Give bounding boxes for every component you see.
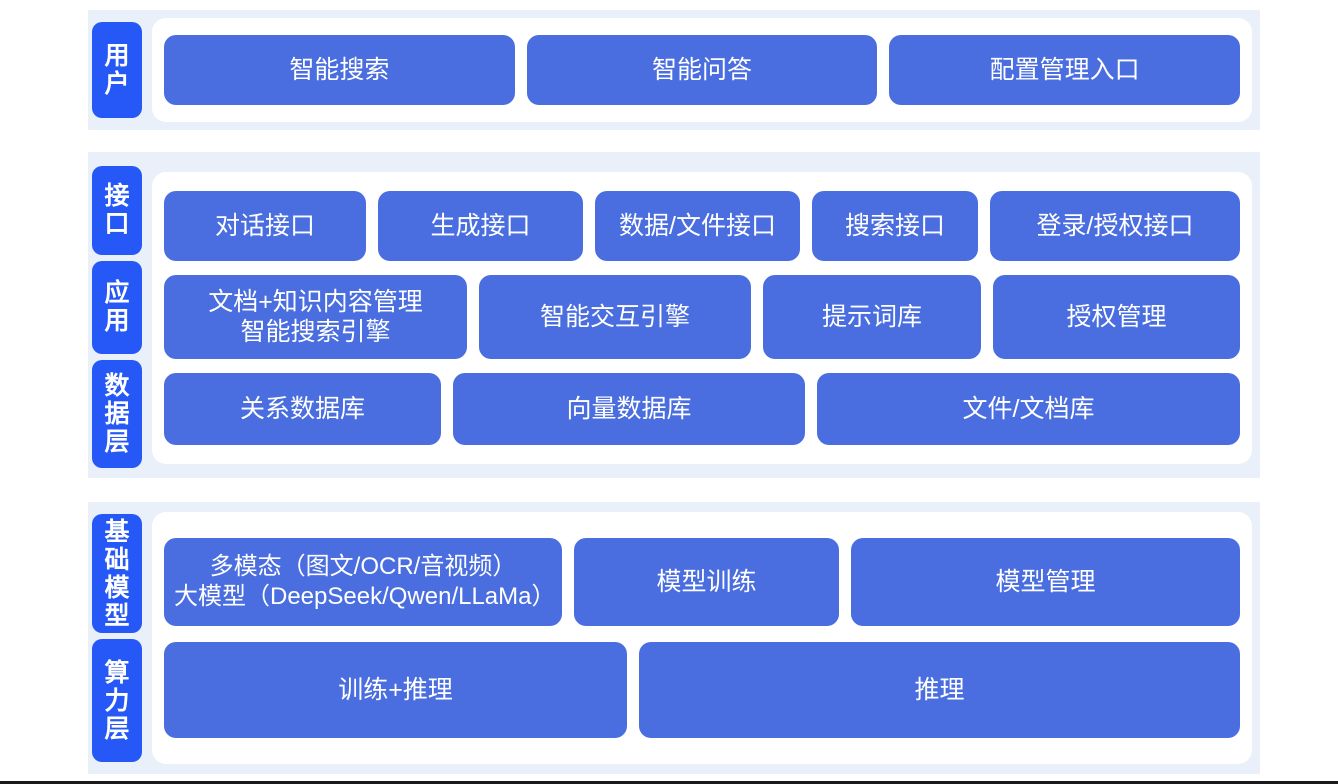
box-data-file-api[interactable]: 数据/文件接口 bbox=[595, 191, 800, 261]
row-foundation-models: 多模态（图文/OCR/音视频） 大模型（DeepSeek/Qwen/LLaMa）… bbox=[164, 538, 1240, 626]
layer-tab-data[interactable]: 数据层 bbox=[92, 359, 142, 468]
box-config-management-entry[interactable]: 配置管理入口 bbox=[889, 35, 1241, 105]
box-document-knowledge-management[interactable]: 文档+知识内容管理 智能搜索引擎 bbox=[164, 275, 467, 359]
layer-tab-user-label: 用户 bbox=[104, 42, 130, 98]
box-dialog-api[interactable]: 对话接口 bbox=[164, 191, 366, 261]
layer-tab-foundation-model[interactable]: 基础模型 bbox=[92, 514, 142, 634]
layer-tab-data-label: 数据层 bbox=[104, 371, 130, 456]
box-generation-api[interactable]: 生成接口 bbox=[378, 191, 583, 261]
box-vector-database[interactable]: 向量数据库 bbox=[453, 373, 805, 445]
layer-tab-application[interactable]: 应用 bbox=[92, 260, 142, 354]
box-multimodal-large-model[interactable]: 多模态（图文/OCR/音视频） 大模型（DeepSeek/Qwen/LLaMa） bbox=[164, 538, 562, 626]
card-bottom-layers: 多模态（图文/OCR/音视频） 大模型（DeepSeek/Qwen/LLaMa）… bbox=[152, 512, 1252, 764]
box-model-training[interactable]: 模型训练 bbox=[574, 538, 839, 626]
box-file-document-store[interactable]: 文件/文档库 bbox=[817, 373, 1240, 445]
bottom-divider bbox=[0, 781, 1338, 784]
layer-tab-interface-label: 接口 bbox=[104, 182, 130, 239]
section-user-layer: 用户 智能搜索 智能问答 配置管理入口 bbox=[88, 10, 1260, 130]
row-data-stores: 关系数据库 向量数据库 文件/文档库 bbox=[164, 373, 1240, 445]
box-prompt-library[interactable]: 提示词库 bbox=[763, 275, 981, 359]
box-inference[interactable]: 推理 bbox=[639, 642, 1240, 738]
layer-tab-interface[interactable]: 接口 bbox=[92, 166, 142, 255]
box-authorization-management[interactable]: 授权管理 bbox=[993, 275, 1240, 359]
section-interface-application-data: 接口 应用 数据层 对话接口 生成接口 数据/文件接口 搜索接口 登录/授权接口… bbox=[88, 152, 1260, 478]
tab-column-bottom: 基础模型 算力层 bbox=[88, 502, 146, 774]
box-smart-qa[interactable]: 智能问答 bbox=[526, 35, 878, 105]
card-mid-layers: 对话接口 生成接口 数据/文件接口 搜索接口 登录/授权接口 文档+知识内容管理… bbox=[152, 172, 1252, 464]
box-model-management[interactable]: 模型管理 bbox=[851, 538, 1240, 626]
tab-column-user: 用户 bbox=[88, 10, 146, 130]
layer-tab-compute-power-label: 算力层 bbox=[104, 658, 130, 743]
layer-tab-user[interactable]: 用户 bbox=[92, 22, 142, 118]
tab-column-mid: 接口 应用 数据层 bbox=[88, 152, 146, 478]
card-user-layer: 智能搜索 智能问答 配置管理入口 bbox=[152, 18, 1252, 122]
layer-tab-foundation-model-label: 基础模型 bbox=[104, 517, 130, 630]
section-foundation-compute: 基础模型 算力层 多模态（图文/OCR/音视频） 大模型（DeepSeek/Qw… bbox=[88, 502, 1260, 774]
box-smart-search[interactable]: 智能搜索 bbox=[164, 35, 515, 105]
layer-tab-compute-power[interactable]: 算力层 bbox=[92, 639, 142, 762]
row-user-entries: 智能搜索 智能问答 配置管理入口 bbox=[164, 35, 1241, 105]
box-smart-interaction-engine[interactable]: 智能交互引擎 bbox=[479, 275, 751, 359]
box-training-inference[interactable]: 训练+推理 bbox=[164, 642, 627, 738]
layer-tab-application-label: 应用 bbox=[104, 279, 130, 336]
box-search-api[interactable]: 搜索接口 bbox=[812, 191, 978, 261]
box-relational-database[interactable]: 关系数据库 bbox=[164, 373, 441, 445]
row-compute-resources: 训练+推理 推理 bbox=[164, 642, 1240, 738]
row-interface-apis: 对话接口 生成接口 数据/文件接口 搜索接口 登录/授权接口 bbox=[164, 191, 1240, 261]
row-application-modules: 文档+知识内容管理 智能搜索引擎 智能交互引擎 提示词库 授权管理 bbox=[164, 275, 1240, 359]
box-login-auth-api[interactable]: 登录/授权接口 bbox=[990, 191, 1240, 261]
